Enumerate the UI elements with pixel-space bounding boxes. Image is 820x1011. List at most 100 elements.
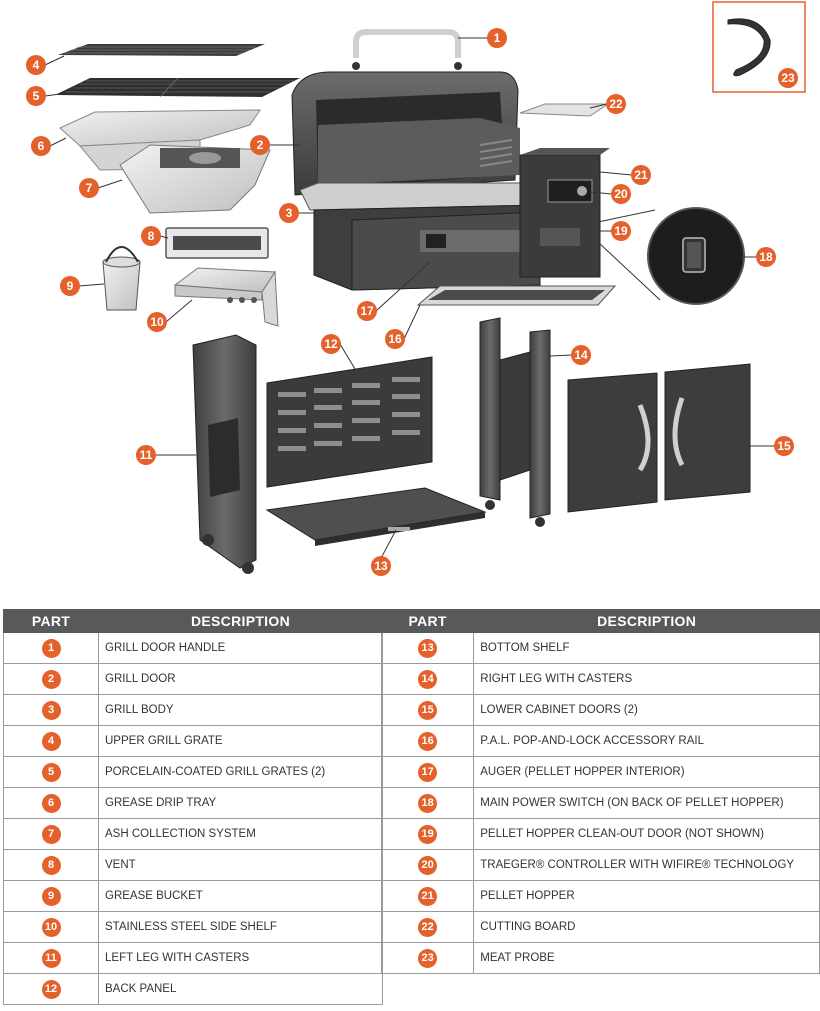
part-description-cell: RIGHT LEG WITH CASTERS [473,663,820,695]
part-number-cell: 22 [380,911,475,943]
part-number-badge: 11 [41,948,61,968]
svg-text:16: 16 [388,332,402,346]
svg-text:10: 10 [150,315,164,329]
callout-5: 5 [26,86,46,106]
callout-11: 11 [136,445,156,465]
callout-22: 22 [606,94,626,114]
part-description-cell: UPPER GRILL GRATE [98,725,383,757]
part-description-cell: CUTTING BOARD [473,911,820,943]
part-number-badge: 4 [41,731,61,751]
lower-cabinet-doors-illustration [567,363,751,513]
table-row: 4 UPPER GRILL GRATE [3,725,383,757]
part-description-cell: VENT [98,849,383,881]
part-number-cell: 14 [380,663,475,695]
svg-text:11: 11 [140,448,153,462]
part-number-cell: 18 [380,787,475,819]
part-number-badge: 8 [41,855,61,875]
part-number-cell: 11 [3,942,99,974]
part-number-badge: 14 [418,669,438,689]
part-number-badge: 23 [418,948,438,968]
callout-16: 16 [385,329,405,349]
power-switch-inset [597,207,745,305]
callout-8: 8 [141,226,161,246]
table-row: 17 AUGER (PELLET HOPPER INTERIOR) [380,756,820,788]
part-description-cell: GRILL DOOR HANDLE [98,632,383,664]
callout-10: 10 [147,312,167,332]
callout-15: 15 [774,436,794,456]
svg-text:3: 3 [286,206,293,220]
part-number-badge: 3 [41,700,61,720]
table-row: 14 RIGHT LEG WITH CASTERS [380,663,820,695]
part-description-cell: AUGER (PELLET HOPPER INTERIOR) [473,756,820,788]
grill-door-handle-illustration [353,29,461,58]
callout-21: 21 [631,165,651,185]
callout-23: 23 [778,68,798,88]
description-column-header: DESCRIPTION [473,609,820,633]
part-number-cell: 12 [3,973,99,1005]
part-number-cell: 8 [3,849,99,881]
part-description-cell: MAIN POWER SWITCH (ON BACK OF PELLET HOP… [473,787,820,819]
part-number-badge: 6 [41,793,61,813]
vent-illustration [165,227,269,259]
callout-9: 9 [60,276,80,296]
callout-18: 18 [756,247,776,267]
part-number-badge: 7 [41,824,61,844]
svg-text:1: 1 [494,31,501,45]
part-description-cell: PORCELAIN-COATED GRILL GRATES (2) [98,756,383,788]
svg-text:21: 21 [634,168,648,182]
svg-text:18: 18 [759,250,773,264]
svg-text:19: 19 [614,224,628,238]
part-number-badge: 9 [41,886,61,906]
part-description-cell: LEFT LEG WITH CASTERS [98,942,383,974]
svg-text:23: 23 [781,71,795,85]
part-number-cell: 4 [3,725,99,757]
table-row: 22 CUTTING BOARD [380,911,820,943]
table-row: 11 LEFT LEG WITH CASTERS [3,942,383,974]
callout-leader-lines [44,37,775,561]
side-shelf-illustration [173,267,279,327]
part-number-cell: 2 [3,663,99,695]
callout-17: 17 [357,301,377,321]
callout-1: 1 [487,28,507,48]
svg-text:4: 4 [33,58,40,72]
part-description-cell: STAINLESS STEEL SIDE SHELF [98,911,383,943]
part-number-badge: 20 [418,855,438,875]
part-number-badge: 10 [41,917,61,937]
bottom-shelf-illustration [265,487,487,546]
part-number-badge: 12 [41,979,61,999]
svg-text:9: 9 [67,279,74,293]
part-description-cell: BOTTOM SHELF [473,632,820,664]
callout-19: 19 [611,221,631,241]
callout-20: 20 [611,184,631,204]
callout-4: 4 [26,55,46,75]
part-description-cell: GRILL DOOR [98,663,383,695]
left-leg-illustration [192,334,257,574]
part-number-badge: 19 [418,824,438,844]
svg-text:13: 13 [374,559,388,573]
part-description-cell: LOWER CABINET DOORS (2) [473,694,820,726]
part-number-cell: 17 [380,756,475,788]
part-number-badge: 17 [418,762,438,782]
table-header-row: PART DESCRIPTION [380,609,820,633]
table-row: 10 STAINLESS STEEL SIDE SHELF [3,911,383,943]
part-number-cell: 16 [380,725,475,757]
part-description-cell: BACK PANEL [98,973,383,1005]
table-row: 8 VENT [3,849,383,881]
exploded-parts-diagram: 1 2 3 4 5 6 7 8 9 10 11 12 13 14 15 16 1… [26,1,806,576]
svg-text:12: 12 [324,337,338,351]
part-description-cell: TRAEGER® CONTROLLER WITH WiFIRE® TECHNOL… [473,849,820,881]
part-number-badge: 22 [418,917,438,937]
cutting-board-illustration [519,103,610,117]
table-row: 12 BACK PANEL [3,973,383,1005]
svg-text:20: 20 [614,187,628,201]
